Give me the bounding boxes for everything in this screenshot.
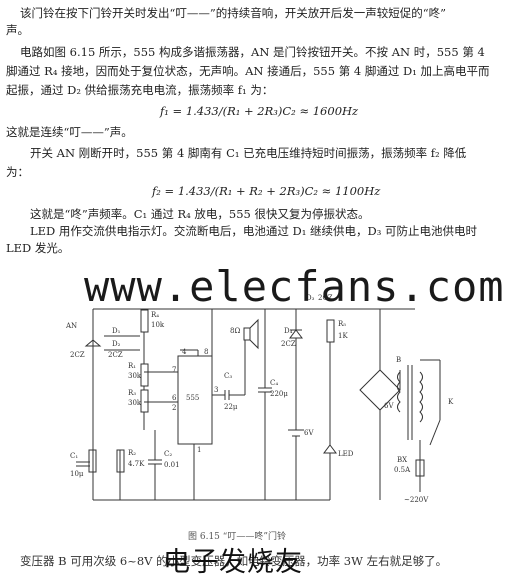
- label-d3-type: 2CZ: [318, 294, 333, 302]
- label-r2: R₂: [128, 449, 136, 457]
- para-5-line-2: LED 用作交流供电指示灯。交流断电后，电池通过 D₁ 继续供电，D₃ 可防止电…: [30, 224, 478, 238]
- label-c1: C₁: [70, 452, 78, 460]
- label-r3-val: 30k: [128, 399, 142, 407]
- para-2-line-3: 起振，通过 D₂ 供给振荡充电电流，振荡频率 f₁ 为：: [6, 83, 274, 97]
- label-c4-val: 220μ: [270, 390, 288, 398]
- label-d1-type: 2CZ: [108, 351, 123, 359]
- figure-caption: 图 6.15 “叮——咚”门铃: [188, 532, 286, 542]
- label-c1-val: 10μ: [70, 470, 84, 478]
- label-c2: C₂: [164, 450, 172, 458]
- label-c3: C₃: [224, 372, 232, 380]
- label-pin3: 3: [214, 386, 218, 394]
- equation-f1: f₁ = 1.433/(R₁ + 2R₃)C₂ ≈ 1600Hz: [160, 104, 359, 118]
- para-2-line-1: 电路如图 6.15 所示，555 构成多谐振荡器，AN 是门铃按钮开关。不按 A…: [20, 45, 485, 59]
- label-r5-val: 1K: [338, 332, 348, 340]
- label-d2-type: 2CZ: [70, 351, 85, 359]
- label-fuse-val: 0.5A: [394, 466, 411, 474]
- para-4-line-2: 为：: [6, 165, 29, 179]
- watermark-url: www.elecfans.com: [84, 262, 505, 311]
- label-battery: 6V: [304, 429, 314, 437]
- label-fuse: BX: [397, 456, 407, 464]
- label-transformer-sec: 6V: [384, 402, 394, 410]
- label-d3: D₃: [306, 294, 315, 302]
- label-transformer: B: [396, 356, 401, 364]
- footer-text: 变压器 B 可用次级 6~8V 的小型变压器，如电铃变压器，功率 3W 左右就足…: [20, 554, 448, 568]
- label-r2-val: 4.7K: [128, 460, 145, 468]
- label-d1: D₁: [112, 327, 121, 335]
- label-r5: R₅: [338, 320, 346, 328]
- label-led: LED: [338, 450, 354, 458]
- para-3-line-1: 这就是连续“叮——”声。: [6, 125, 133, 139]
- label-r4: R₄: [151, 311, 159, 319]
- para-1-line-1: 该门铃在按下门铃开关时发出“叮——”的持续音响，开关放开后发一声较短促的“咚”: [20, 6, 447, 20]
- label-d4: D₄: [284, 327, 293, 335]
- label-speaker: 8Ω: [230, 327, 240, 335]
- label-r1-val: 30k: [128, 372, 142, 380]
- label-c2-val: 0.01: [164, 461, 180, 469]
- label-r1: R₁: [128, 362, 136, 370]
- label-pin8: 8: [204, 348, 208, 356]
- watermark-cn: 电子发烧友: [163, 547, 303, 578]
- para-5-line-3: LED 发光。: [6, 241, 70, 255]
- label-c4: C₄: [270, 379, 278, 387]
- label-c3-val: 22μ: [224, 403, 238, 411]
- label-pin6: 6: [172, 394, 177, 402]
- label-pin1: 1: [197, 446, 201, 454]
- label-pin4: 4: [182, 348, 187, 356]
- label-d2: D₂: [112, 340, 121, 348]
- label-ic: 555: [186, 394, 199, 402]
- para-1-line-2: 声。: [6, 23, 29, 37]
- label-switch: K: [448, 398, 454, 406]
- label-mains: ~220V: [404, 496, 429, 504]
- label-d4-type: 2CZ: [281, 340, 296, 348]
- para-4-line-1: 开关 AN 刚断开时，555 第 4 脚南有 C₁ 已充电压维持短时间振荡，振荡…: [30, 146, 467, 160]
- label-pin2: 2: [172, 404, 176, 412]
- label-r3: R₃: [128, 389, 136, 397]
- equation-f2: f₂ = 1.433/(R₁ + R₂ + 2R₃)C₂ ≈ 1100Hz: [152, 184, 381, 198]
- label-r4-val: 10k: [151, 321, 165, 329]
- para-5-line-1: 这就是“咚”声频率。C₁ 通过 R₄ 放电，555 很快又复为停振状态。: [30, 207, 370, 221]
- label-an: AN: [65, 322, 77, 330]
- label-pin7: 7: [172, 366, 176, 374]
- para-2-line-2: 脚通过 R₄ 接地，因而处于复位状态，无声响。AN 接通后，555 第 4 脚通…: [6, 64, 490, 78]
